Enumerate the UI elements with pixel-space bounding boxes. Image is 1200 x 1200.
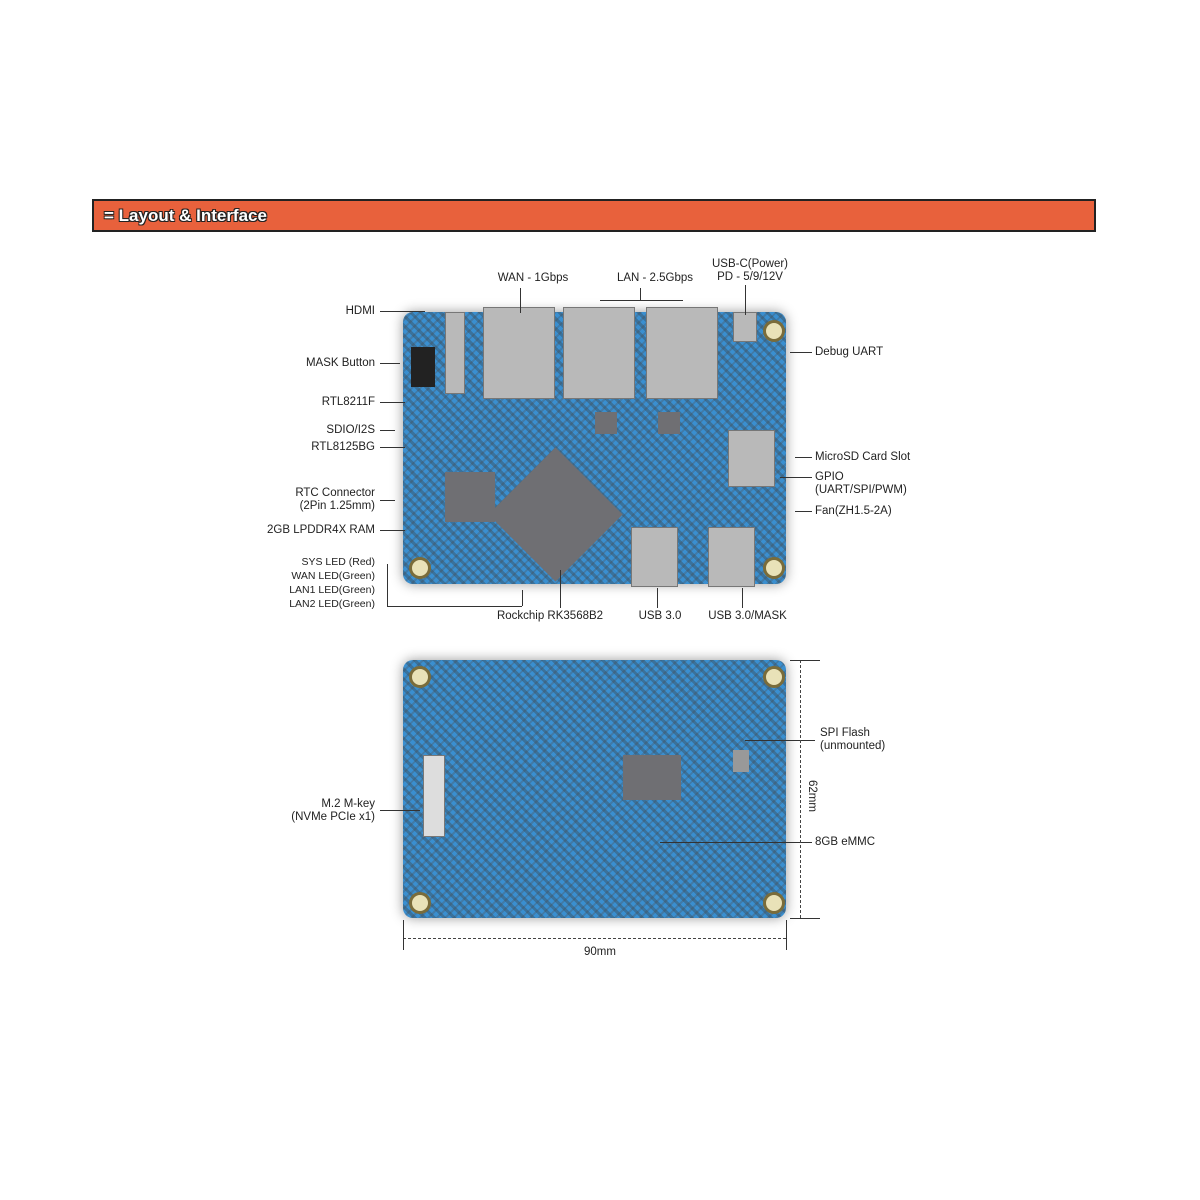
lan-port-2 [646,307,718,399]
label-rtc-connector: RTC Connector [295,487,375,499]
hdmi-port [445,312,465,394]
label-wan-led: WAN LED(Green) [291,570,375,582]
mask-button [411,347,435,387]
label-lan2-led: LAN2 LED(Green) [289,598,375,610]
mount-hole [763,892,785,914]
label-rtc-pin: (2Pin 1.25mm) [299,500,375,512]
board-top-view [403,307,786,587]
label-hdmi: HDMI [345,305,375,317]
label-lan: LAN - 2.5Gbps [616,272,694,284]
label-m2-nvme: (NVMe PCIe x1) [291,811,375,823]
label-gpio-functions: (UART/SPI/PWM) [815,484,907,496]
label-width-90mm: 90mm [584,946,616,958]
lan-port-1 [563,307,635,399]
label-spi-flash: SPI Flash [820,727,870,739]
usb3-mask-port [708,527,755,587]
label-ram: 2GB LPDDR4X RAM [266,524,375,536]
usb3-port [631,527,678,587]
label-rtl8125bg: RTL8125BG [311,441,375,453]
label-mask-button: MASK Button [305,357,375,369]
label-soc: Rockchip RK3568B2 [496,610,604,622]
m2-slot [423,755,445,837]
emmc-chip [623,755,681,800]
section-banner: = Layout & Interface [92,199,1096,232]
rtl8125-chip-2 [658,412,680,434]
label-usb3: USB 3.0 [638,610,682,622]
label-usbc-pd: PD - 5/9/12V [717,271,783,283]
label-fan: Fan(ZH1.5-2A) [815,505,892,517]
usb-c-port [733,312,757,342]
mount-hole [409,557,431,579]
wan-port [483,307,555,399]
label-gpio: GPIO [815,471,844,483]
label-emmc: 8GB eMMC [815,836,876,848]
mount-hole [763,320,785,342]
mount-hole [763,557,785,579]
mount-hole [409,892,431,914]
spi-flash-pad [733,750,749,772]
label-usbc-power: USB-C(Power) [711,258,789,270]
rtl8125-chip [595,412,617,434]
mount-hole [409,666,431,688]
label-microsd: MicroSD Card Slot [815,451,911,463]
label-sys-led: SYS LED (Red) [301,556,375,568]
label-rtl8211f: RTL8211F [321,396,375,408]
microsd-slot [728,430,775,487]
label-sdio-i2s: SDIO/I2S [326,424,375,436]
label-lan1-led: LAN1 LED(Green) [289,584,375,596]
ram-chip [445,472,495,522]
label-usb3-mask: USB 3.0/MASK [708,610,787,622]
label-wan: WAN - 1Gbps [497,272,569,284]
mount-hole [763,666,785,688]
label-spi-unmounted: (unmounted) [820,740,886,752]
label-height-62mm: 62mm [806,780,818,812]
board-bottom-view [403,660,786,918]
label-m2: M.2 M-key [321,798,375,810]
section-title: = Layout & Interface [104,206,267,225]
label-debug-uart: Debug UART [815,346,884,358]
